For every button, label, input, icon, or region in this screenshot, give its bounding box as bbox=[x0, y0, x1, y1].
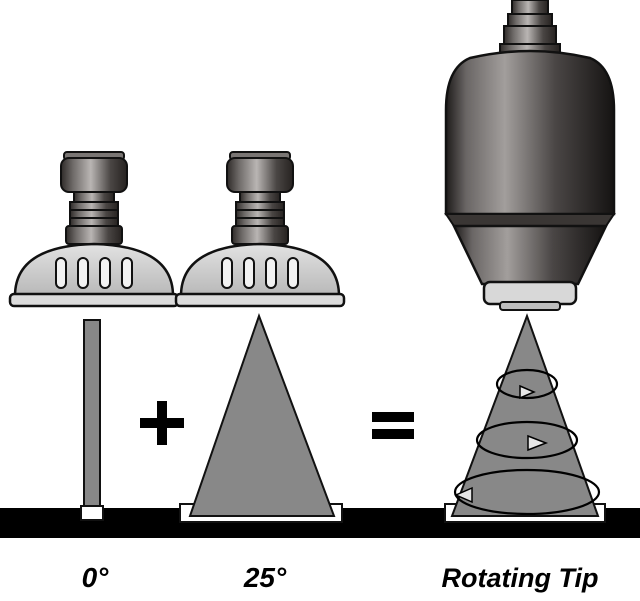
zero-degree-caption: 0° bbox=[81, 562, 109, 593]
pressure-washer-nozzle-icon bbox=[8, 151, 180, 308]
twenty-five-degree-fan-spray bbox=[188, 313, 336, 517]
pressure-washer-nozzle-icon bbox=[174, 151, 346, 308]
rotating-tip-cone-spray bbox=[450, 313, 600, 517]
plus-sign bbox=[140, 401, 184, 445]
zero-degree-jet-stream bbox=[83, 319, 101, 513]
rotation-arrow-icon bbox=[454, 384, 549, 504]
equals-sign bbox=[372, 412, 414, 439]
rotation-spiral bbox=[453, 368, 601, 516]
twenty-five-degree-caption: 25° bbox=[243, 562, 287, 593]
rotating-tip-caption: Rotating Tip bbox=[441, 563, 599, 593]
zero-degree-impact-mark bbox=[80, 505, 104, 521]
turbo-nozzle-icon bbox=[444, 0, 616, 311]
